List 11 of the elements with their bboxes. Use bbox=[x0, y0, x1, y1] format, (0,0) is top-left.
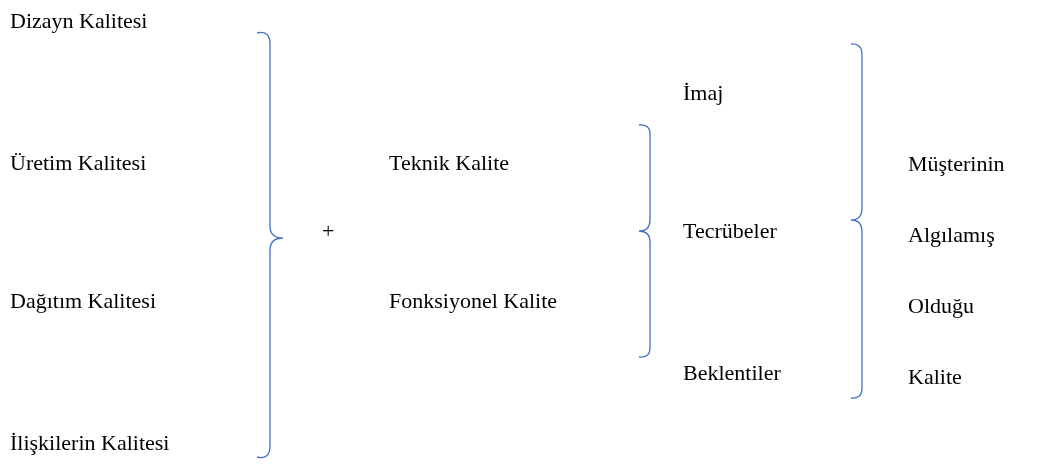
label: İlişkilerin Kalitesi bbox=[10, 430, 170, 456]
label: Üretim Kalitesi bbox=[10, 150, 147, 176]
label: Fonksiyonel Kalite bbox=[389, 288, 558, 314]
plus-sign: + bbox=[322, 218, 335, 244]
label: Teknik Kalite bbox=[389, 150, 510, 176]
label: İmaj bbox=[683, 80, 724, 106]
label: Beklentiler bbox=[683, 360, 781, 386]
label: Dağıtım Kalitesi bbox=[10, 288, 157, 314]
label: Müşterinin Algılamış Olduğu Kalite bbox=[908, 150, 1005, 391]
label: Dizayn Kalitesi bbox=[10, 8, 148, 34]
label: Tecrübeler bbox=[683, 218, 777, 244]
